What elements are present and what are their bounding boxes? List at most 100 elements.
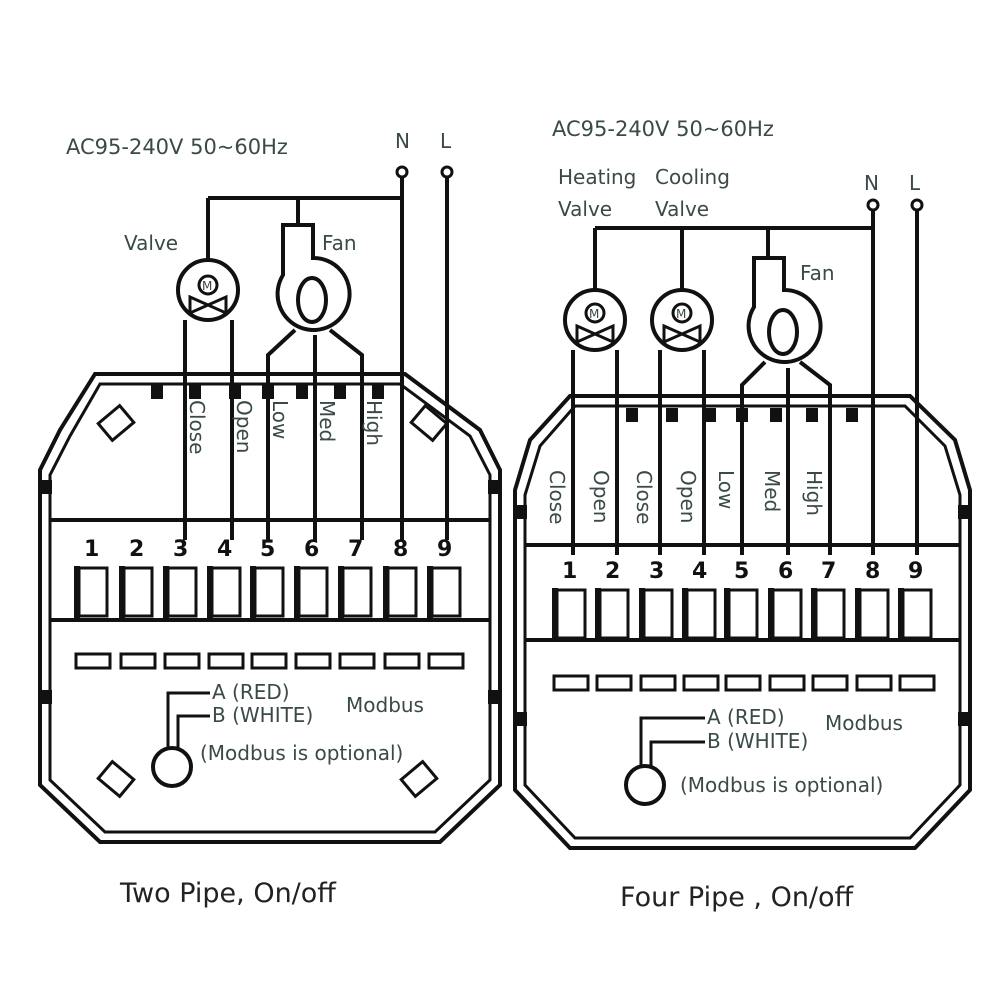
supply-label: AC95-240V 50~60Hz	[552, 117, 774, 141]
terminal-number: 7	[821, 559, 836, 584]
supply-label: AC95-240V 50~60Hz	[66, 135, 288, 159]
modbus-wiring: A (RED) B (WHITE) Modbus (Modbus is opti…	[624, 705, 903, 806]
wire-label: Med	[760, 470, 784, 512]
terminal-screw	[430, 566, 462, 618]
terminal-slot	[250, 652, 288, 670]
terminal-divider	[552, 588, 558, 640]
terminal-divider	[855, 588, 861, 640]
wires	[206, 177, 449, 540]
terminal-slot	[595, 674, 633, 692]
terminal-slot	[427, 652, 465, 670]
terminal-screw	[901, 588, 933, 640]
terminal-tab	[770, 408, 782, 422]
terminal-slot	[552, 674, 590, 692]
motor-symbol: M	[676, 307, 686, 321]
terminal-tab	[334, 385, 346, 399]
wire-label: Close	[185, 400, 209, 454]
terminal-slot	[768, 674, 806, 692]
caption: Four Pipe , On/off	[620, 882, 855, 913]
caption: Two Pipe, On/off	[119, 878, 337, 909]
wire-label: Close	[545, 470, 569, 524]
terminal-screw	[210, 566, 242, 618]
l-label: L	[440, 129, 452, 153]
terminal-divider	[427, 566, 433, 618]
l-terminal-icon	[910, 198, 924, 212]
wire-labels: Close Open Low Med High	[185, 400, 386, 454]
terminal-number: 9	[908, 559, 923, 584]
modbus-b-label: B (WHITE)	[707, 729, 808, 753]
wire-label: High	[362, 400, 386, 446]
n-label: N	[864, 171, 879, 195]
terminal-slot	[383, 652, 421, 670]
n-label: N	[395, 129, 410, 153]
terminal-number: 4	[217, 537, 232, 562]
terminal-divider	[898, 588, 904, 640]
valve-icon: M	[176, 258, 240, 322]
l-label: L	[909, 171, 921, 195]
terminal-number: 6	[778, 559, 793, 584]
terminal-tab	[372, 385, 384, 399]
terminal-divider	[811, 588, 817, 640]
heating-valve-label-2: Valve	[558, 197, 612, 221]
n-terminal-icon	[866, 198, 880, 212]
wire-label: Open	[232, 400, 256, 453]
terminal-divider	[119, 566, 125, 618]
terminal-screw	[253, 566, 285, 618]
wire-label: Close	[632, 470, 656, 524]
terminal-tab	[736, 408, 748, 422]
n-terminal-icon	[395, 165, 409, 179]
terminal-number: 5	[734, 559, 749, 584]
terminal-number: 8	[865, 559, 880, 584]
terminal-slot	[724, 674, 762, 692]
terminal-slot	[682, 674, 720, 692]
top-tabs	[626, 408, 858, 422]
terminal-number: 1	[562, 559, 577, 584]
terminal-slot	[898, 674, 936, 692]
terminal-number: 3	[649, 559, 664, 584]
terminal-tab	[262, 385, 274, 399]
wire-label: Med	[315, 400, 339, 442]
terminal-slot	[338, 652, 376, 670]
terminal-slot	[74, 652, 112, 670]
terminal-divider	[383, 566, 389, 618]
terminal-number: 3	[173, 537, 188, 562]
terminal-tab	[626, 408, 638, 422]
terminal-number: 8	[393, 537, 408, 562]
terminal-screw	[77, 566, 109, 618]
fan-icon	[740, 256, 832, 555]
l-terminal-icon	[440, 165, 454, 179]
four-pipe-diagram: AC95-240V 50~60Hz N L Heating Valve Cool…	[513, 117, 972, 913]
terminal-divider	[724, 588, 730, 640]
wire-label: Low	[268, 400, 292, 439]
terminal-divider	[163, 566, 169, 618]
terminal-screw	[166, 566, 198, 618]
terminal-divider	[250, 566, 256, 618]
modbus-b-label: B (WHITE)	[212, 703, 313, 727]
wire-label: Open	[589, 470, 613, 523]
heating-valve-icon: M	[563, 288, 627, 352]
wires	[593, 210, 919, 555]
modbus-note: (Modbus is optional)	[680, 773, 883, 797]
terminal-screw	[555, 588, 587, 640]
terminal-number: 1	[84, 537, 99, 562]
cooling-valve-label: Cooling	[655, 165, 730, 189]
terminal-screw	[685, 588, 717, 640]
terminal-screw	[386, 566, 418, 618]
terminal-slot	[811, 674, 849, 692]
terminal-tab	[189, 385, 201, 399]
fan-label: Fan	[800, 261, 835, 285]
terminal-tab	[296, 385, 308, 399]
terminal-slot	[163, 652, 201, 670]
terminal-slot	[119, 652, 157, 670]
top-tabs	[151, 385, 384, 399]
terminal-slot	[855, 674, 893, 692]
modbus-wiring: A (RED) B (WHITE) Modbus (Modbus is opti…	[151, 680, 424, 788]
terminal-divider	[74, 566, 80, 618]
terminal-screw	[642, 588, 674, 640]
terminal-tab	[806, 408, 818, 422]
